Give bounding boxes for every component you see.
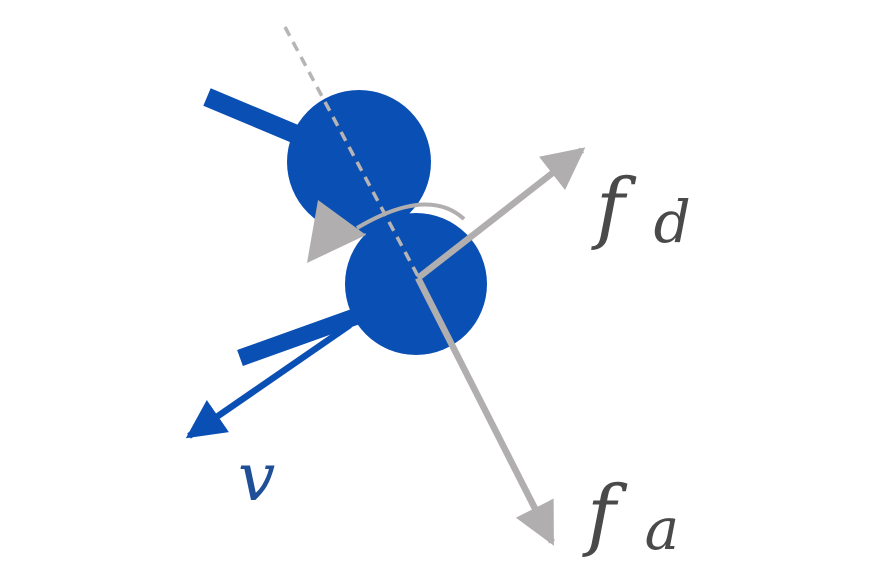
rotation-arc: [355, 202, 466, 230]
force-d-subscript: d: [654, 188, 691, 256]
velocity-label: v: [238, 439, 275, 516]
force-d-arrow: [416, 147, 586, 281]
force-d-label: f d: [591, 163, 691, 256]
lower-particle-tail: [237, 306, 363, 367]
velocity-arrow: [185, 322, 352, 439]
force-a-label: f a: [582, 470, 679, 563]
force-a-subscript: a: [645, 495, 680, 563]
lower-particle-body: [345, 213, 487, 355]
heading-dashed-line: [283, 26, 422, 281]
force-d-symbol: f: [591, 163, 637, 253]
rotation-arrowhead: [307, 200, 366, 263]
rotation-arrow: [307, 200, 466, 263]
upper-particle-tail: [203, 88, 304, 145]
force-a-symbol: f: [582, 470, 628, 560]
force-a-arrow: [415, 276, 555, 546]
